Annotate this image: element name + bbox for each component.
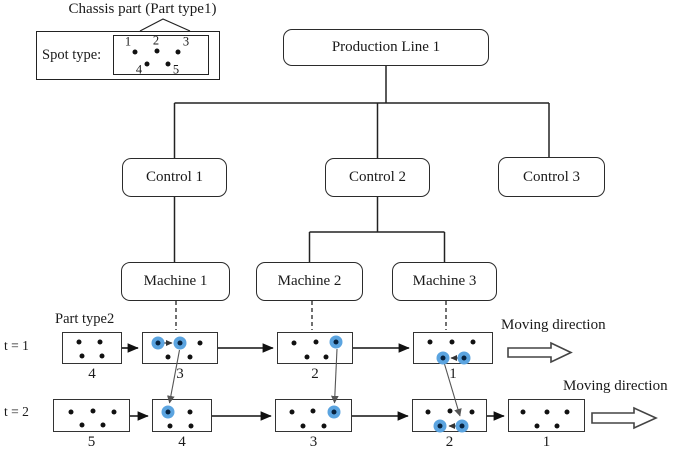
part-id-label: 2	[311, 366, 319, 382]
part-id-label: 2	[445, 434, 454, 450]
legend-inner-box	[113, 35, 209, 75]
spot-number-label: 1	[124, 34, 132, 49]
weld-spot-dot	[455, 419, 469, 433]
spot-dot	[469, 409, 475, 415]
machine-dashed-lines	[175, 301, 447, 330]
spot-dot	[447, 408, 453, 414]
spot-dot	[520, 409, 526, 415]
moving-direction-label-t1: Moving direction	[501, 317, 606, 333]
weld-transition-arrows	[167, 348, 462, 417]
moving-direction-arrow-t2	[591, 406, 658, 430]
moving-direction-label-t2: Moving direction	[563, 378, 668, 394]
spot-dot	[470, 339, 476, 345]
moving-direction-arrow-t1	[507, 341, 573, 364]
spot-dot	[449, 339, 455, 345]
spot-dot	[304, 354, 310, 360]
spot-dot	[165, 354, 171, 360]
spot-dot	[323, 354, 329, 360]
weld-spot-core	[461, 355, 467, 361]
spot-dot	[111, 409, 117, 415]
control-3-node: Control 3	[498, 157, 605, 197]
spot-dot	[187, 354, 193, 360]
time-label-t1: t = 1	[4, 338, 29, 353]
spot-dot	[187, 409, 193, 415]
spot-dot	[165, 61, 171, 67]
part-box	[53, 399, 130, 432]
spot-dot	[97, 339, 103, 345]
spot-dot	[76, 339, 82, 345]
weld-spot-dot	[151, 336, 165, 350]
legend-title: Chassis part (Part type1)	[68, 1, 217, 17]
machine-1-node: Machine 1	[121, 262, 230, 301]
spot-dot	[289, 409, 295, 415]
weld-spot-core	[165, 409, 171, 415]
legend-callout-pointer	[139, 18, 191, 32]
spot-number-label: 4	[135, 62, 143, 77]
spot-dot	[90, 408, 96, 414]
spot-dot	[427, 339, 433, 345]
weld-spot-core	[331, 409, 337, 415]
spot-dot	[188, 423, 194, 429]
weld-spot-dot	[173, 336, 187, 350]
weld-spot-dot	[457, 351, 471, 365]
part-id-label: 3	[309, 434, 318, 450]
spot-dot	[99, 353, 105, 359]
weld-spot-dot	[436, 351, 450, 365]
production-line-node: Production Line 1	[283, 29, 489, 66]
part-box	[508, 399, 585, 432]
spot-dot	[321, 423, 327, 429]
spot-number-label: 5	[172, 62, 180, 77]
machine-3-node: Machine 3	[392, 262, 497, 301]
spot-dot	[197, 340, 203, 346]
spot-dot	[554, 423, 560, 429]
part-box	[62, 332, 122, 364]
weld-spot-dot	[329, 335, 343, 349]
weld-spot-dot	[327, 405, 341, 419]
spot-dot	[79, 422, 85, 428]
spot-dot	[534, 423, 540, 429]
part-id-label: 4	[88, 366, 96, 382]
spot-number-label: 3	[182, 34, 190, 49]
spot-dot	[544, 409, 550, 415]
control-2-node: Control 2	[325, 158, 430, 197]
time-label-t2: t = 2	[4, 404, 29, 419]
weld-spot-dot	[433, 419, 447, 433]
control-1-node: Control 1	[122, 158, 227, 197]
spot-dot	[144, 61, 150, 67]
spot-dot	[310, 408, 316, 414]
part-id-label: 4	[178, 434, 186, 450]
spot-dot	[154, 48, 160, 54]
part-id-label: 1	[542, 434, 551, 450]
spot-dot	[167, 423, 173, 429]
spot-type-label: Spot type:	[42, 47, 102, 63]
spot-dot	[100, 422, 106, 428]
part-id-label: 5	[87, 434, 96, 450]
part-type2-label: Part type2	[55, 311, 115, 327]
weld-spot-core	[333, 339, 339, 345]
spot-dot	[291, 340, 297, 346]
spot-dot	[175, 49, 181, 55]
spot-dot	[564, 409, 570, 415]
weld-spot-core	[440, 355, 446, 361]
spot-dot	[132, 49, 138, 55]
part-id-label: 3	[176, 366, 184, 382]
spot-dot	[79, 353, 85, 359]
tree-edges	[173, 66, 550, 262]
weld-spot-core	[437, 423, 443, 429]
spot-dot	[68, 409, 74, 415]
weld-spot-core	[459, 423, 465, 429]
spot-dot	[300, 423, 306, 429]
spot-dot	[313, 339, 319, 345]
machine-2-node: Machine 2	[256, 262, 363, 301]
spot-number-label: 2	[152, 33, 160, 48]
weld-spot-core	[177, 340, 183, 346]
weld-spot-core	[155, 340, 161, 346]
part-id-label: 1	[449, 366, 457, 382]
weld-spot-dot	[161, 405, 175, 419]
spot-dot	[425, 409, 431, 415]
